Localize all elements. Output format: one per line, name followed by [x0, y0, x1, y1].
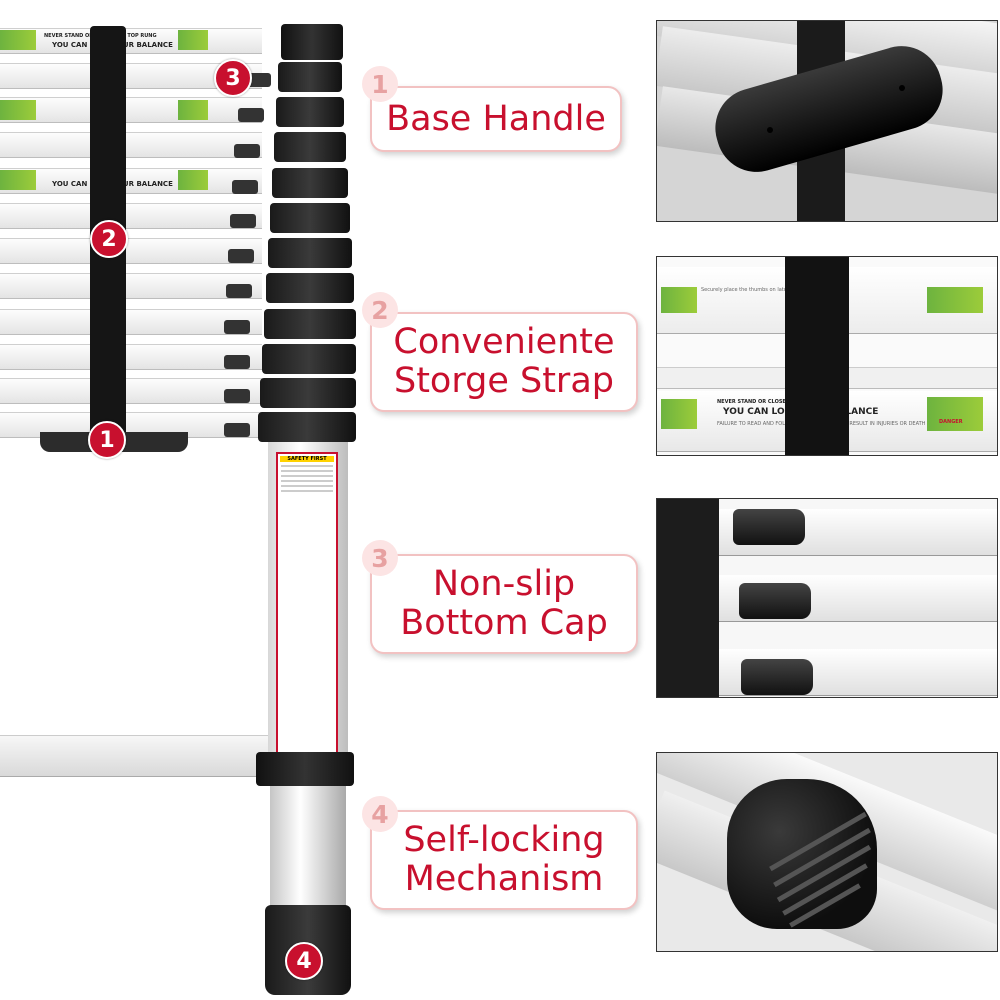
callout-base-handle: Base Handle: [370, 86, 622, 152]
callout-label: Conveniente Storge Strap: [393, 322, 615, 401]
strap-detail: [785, 257, 849, 455]
detail-photo-self-locking: [656, 752, 998, 952]
marker-3: 3: [214, 59, 252, 97]
callout-label: Base Handle: [386, 98, 606, 139]
callout-number-2: 2: [362, 292, 398, 328]
danger-graphic: [178, 100, 208, 120]
callout-self-locking: Self-locking Mechanism: [370, 810, 638, 910]
detail-photo-bottom-cap: [656, 498, 998, 698]
callout-number-4: 4: [362, 796, 398, 832]
marker-2: 2: [90, 220, 128, 258]
danger-graphic: [178, 170, 208, 190]
warning-graphic: [0, 170, 36, 190]
warning-graphic: [0, 30, 36, 50]
warning-graphic: [0, 100, 36, 120]
self-locking-collar: [256, 752, 354, 786]
bottom-cap-detail: [733, 509, 805, 545]
safety-sticker: SAFETY FIRST: [276, 452, 338, 756]
callout-storage-strap: Conveniente Storge Strap: [370, 312, 638, 412]
callout-bottom-cap: Non-slip Bottom Cap: [370, 554, 638, 654]
lower-tube: [270, 786, 346, 912]
detail-warning-top: NEVER STAND OR CLOSE THE TOP RUNG: [717, 399, 830, 405]
callout-label: Self-locking Mechanism: [403, 820, 605, 899]
bottom-cap-detail: [741, 659, 813, 695]
safety-sticker-title: SAFETY FIRST: [280, 456, 334, 462]
callout-number-3: 3: [362, 540, 398, 576]
top-cap: [281, 24, 343, 60]
danger-label: DANGER: [939, 419, 963, 425]
marker-1: 1: [88, 421, 126, 459]
ladder-illustration: NEVER STAND OR CLOSE THE TOP RUNG YOU CA…: [0, 0, 360, 1000]
marker-4: 4: [285, 942, 323, 980]
bottom-cap-detail: [739, 583, 811, 619]
callout-number-1: 1: [362, 66, 398, 102]
lock-foot-detail: [727, 779, 877, 929]
detail-photo-base-handle: [656, 20, 998, 222]
callout-label: Non-slip Bottom Cap: [400, 564, 608, 643]
extended-rung: [0, 735, 268, 777]
danger-graphic: [178, 30, 208, 50]
detail-photo-storage-strap: Securely place the thumbs on latches whe…: [656, 256, 998, 456]
